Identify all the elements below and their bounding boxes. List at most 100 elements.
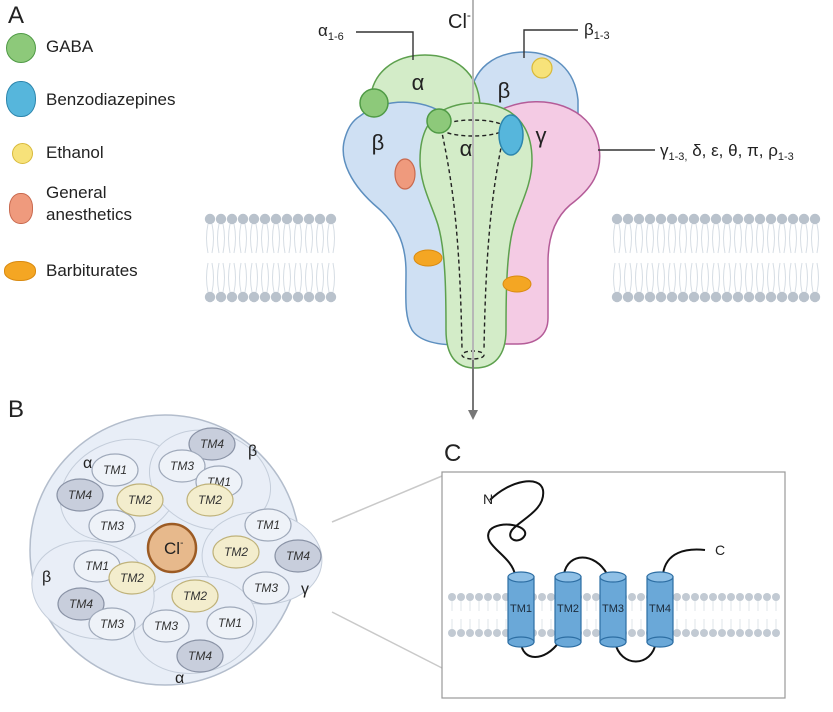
lipid-tail [789,262,792,293]
lipid-tail [701,223,704,254]
tm-helix-4 [646,576,674,643]
lipid-tail [717,262,720,293]
callout-alpha-isoforms: α1-6 [318,21,344,43]
pore-label-gamma: γ [301,581,309,598]
lipid-tail [294,262,297,293]
lipid-head [763,593,771,601]
lipid-tail [679,223,682,254]
tm-segment-p1 [116,483,164,517]
tm-helix-label-1: TM1 [510,603,532,615]
lipid-tail [327,262,330,293]
gaba-site-alpha-beta [426,108,452,134]
lipid-tail [657,262,660,293]
lipid-tail [706,223,709,254]
lipid-head [809,213,821,225]
lipid-head [325,213,337,225]
lipid-tail [332,262,335,293]
lipid-head [484,593,492,601]
gaba-ligand-icon [6,33,36,63]
label-alpha-top: α [412,70,425,95]
lipid-tail [618,262,621,293]
lipid-head [721,291,733,303]
lipid-tail [723,262,726,293]
lipid-tail [728,223,731,254]
lipid-head [776,291,788,303]
lipid-tail [651,262,654,293]
lipid-tail [211,262,214,293]
lipid-head [666,213,678,225]
tm-segment-c3 [176,639,224,673]
c-terminus-label: C [715,542,725,558]
lipid-tail [805,262,808,293]
lipid-head [718,593,726,601]
lipid-head [637,593,645,601]
lipid-head [700,593,708,601]
chloride-ion-label: Cl- [448,8,471,33]
lipid-head [736,593,744,601]
barbiturate-site-left [413,249,443,267]
lipid-head [292,213,304,225]
panel-letter-c: C [444,440,462,467]
tm-segment-b2 [57,587,105,621]
lipid-head [655,213,667,225]
lipid-head [682,593,690,601]
lipid-head [538,593,546,601]
lipid-tail [640,262,643,293]
lipid-tail [750,262,753,293]
lipid-tail [679,262,682,293]
lipid-head [622,213,634,225]
lipid-head [754,629,762,637]
lipid-tail [800,262,803,293]
lipid-tail [272,223,275,254]
lipid-tail [629,223,632,254]
tm-segment-a3 [88,509,136,543]
lipid-tail [800,223,803,254]
tm-label-b2: TM4 [69,597,93,611]
lipid-tail [657,223,660,254]
tm-helix-label-2: TM2 [557,603,579,615]
lipid-tail [239,223,242,254]
lipid-head [699,213,711,225]
label-gamma: γ [536,123,547,148]
lipid-head [765,291,777,303]
lipid-head [204,291,216,303]
lipid-head [215,291,227,303]
ethanol-site [531,57,553,79]
lipid-tail [299,223,302,254]
lipid-tail [723,223,726,254]
lipid-tail [629,262,632,293]
lipid-head [466,629,474,637]
lipid-head [736,629,744,637]
lipid-tail [310,262,313,293]
lipid-head [754,213,766,225]
lipid-tail [255,262,258,293]
lipid-tail [277,223,280,254]
anesthetic-site [394,158,416,190]
tm-helix-top-cap [599,571,627,583]
lipid-tail [750,223,753,254]
lipid-head [226,291,238,303]
lipid-tail [244,262,247,293]
lipid-head [732,213,744,225]
tm-label-g3: TM3 [254,581,278,595]
lipid-head [745,629,753,637]
lipid-tail [283,223,286,254]
lipid-tail [288,262,291,293]
lipid-head [765,213,777,225]
label-alpha-front: α [460,136,473,161]
tm-label-g2: TM4 [286,549,310,563]
lipid-head [628,593,636,601]
tm-segment-t1 [188,427,236,461]
pore-label-alpha-top: α [83,455,92,472]
legend-label-ethanol: Ethanol [46,143,104,162]
panel-letter-b: B [8,396,25,423]
lipid-head [226,213,238,225]
lipid-head [611,213,623,225]
lipid-tail [701,262,704,293]
tm-label-p3: TM2 [224,545,248,559]
lipid-tail [244,223,247,254]
lipid-tail [206,223,209,254]
tm-label-b1: TM1 [85,559,109,573]
lipid-head [237,213,249,225]
